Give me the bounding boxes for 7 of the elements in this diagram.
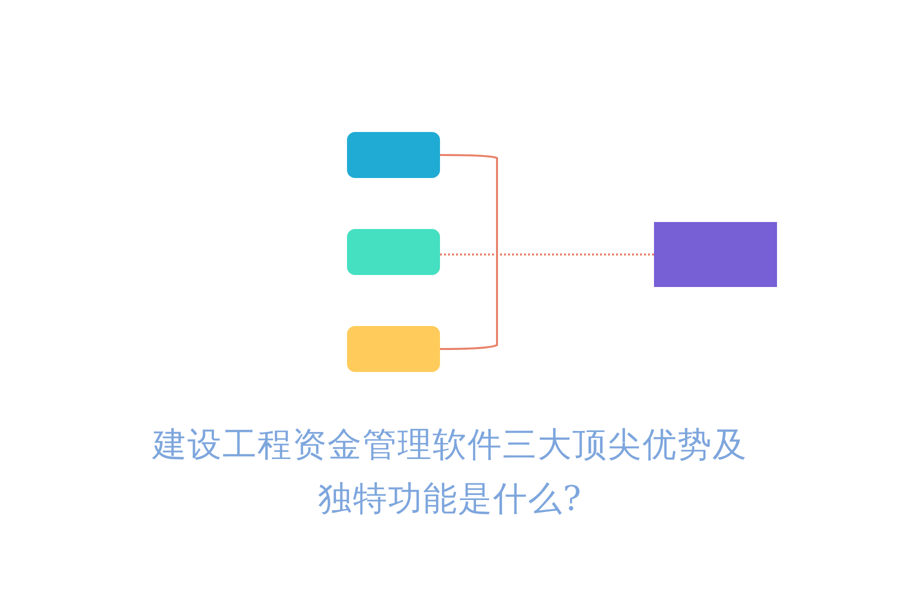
title: 建设工程资金管理软件三大顶尖优势及独特功能是什么? bbox=[151, 424, 748, 521]
dotted-connector bbox=[440, 254, 654, 256]
bracket-connector bbox=[440, 154, 498, 350]
block bbox=[347, 229, 440, 275]
block bbox=[654, 222, 777, 287]
block bbox=[347, 326, 440, 372]
block bbox=[347, 132, 440, 178]
